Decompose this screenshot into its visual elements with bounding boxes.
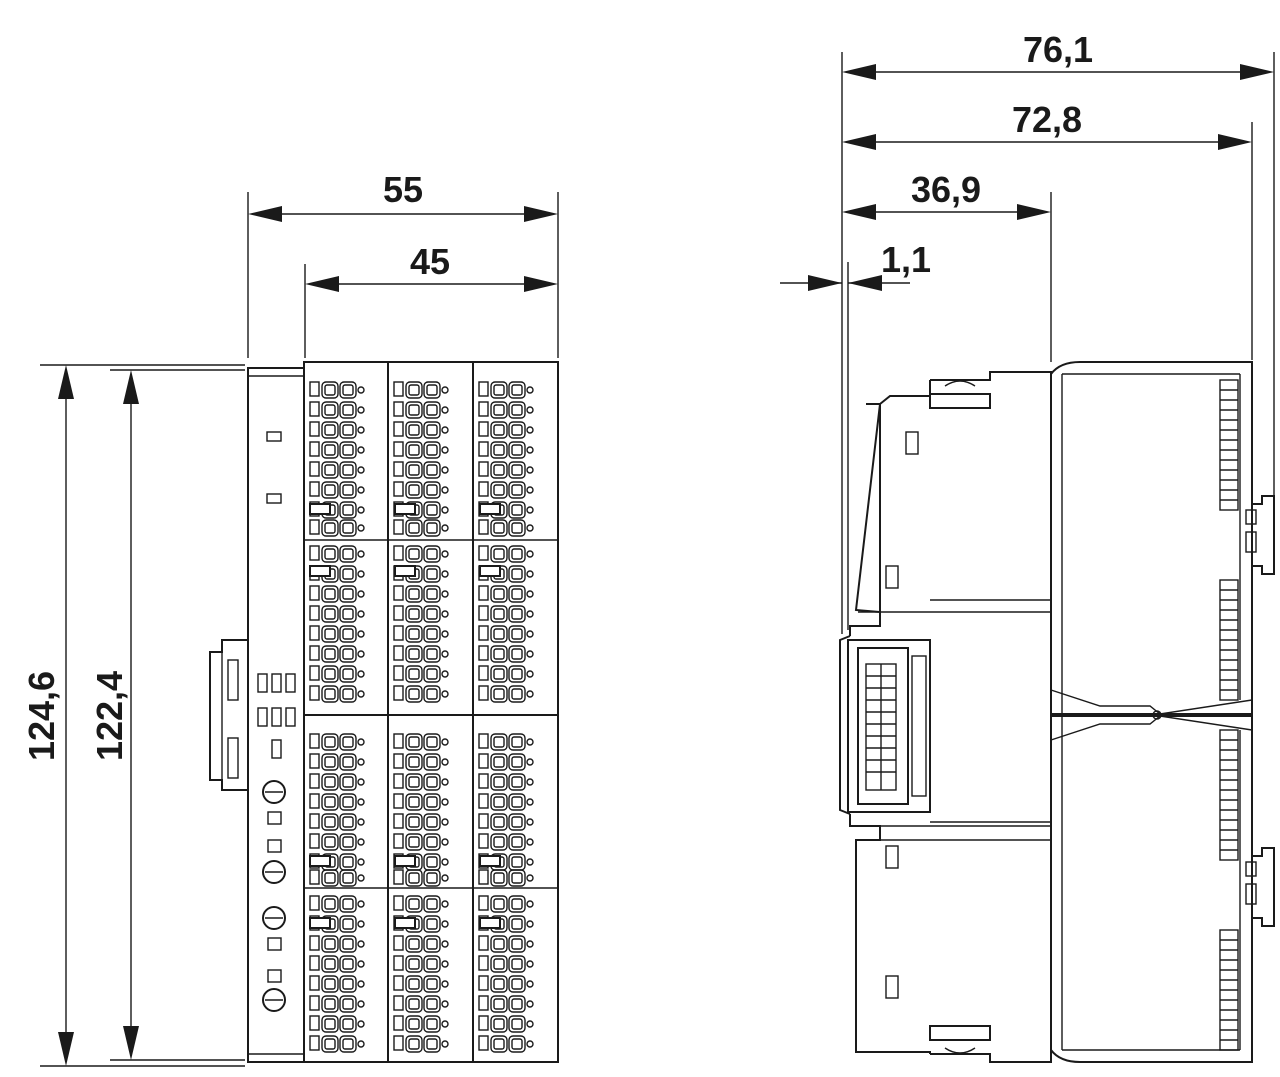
dim-label-76-1: 76,1 bbox=[1023, 29, 1093, 70]
led-group bbox=[257, 673, 296, 759]
dim-label-124-6: 124,6 bbox=[21, 671, 62, 761]
dim-label-45: 45 bbox=[410, 241, 450, 282]
terminal-strips bbox=[1219, 379, 1239, 1051]
rotary-switches bbox=[262, 780, 286, 1012]
dim-label-72-8: 72,8 bbox=[1012, 99, 1082, 140]
bus-connector bbox=[839, 635, 931, 815]
dim-label-55: 55 bbox=[383, 169, 423, 210]
dim-label-122-4: 122,4 bbox=[89, 671, 130, 761]
front-view: 55 45 124,6 122,4 bbox=[21, 169, 559, 1067]
dim-label-1-1: 1,1 bbox=[881, 239, 931, 280]
dim-label-36-9: 36,9 bbox=[911, 169, 981, 210]
side-view: 76,1 72,8 36,9 1,1 bbox=[780, 29, 1275, 1063]
terminal-blocks bbox=[309, 381, 534, 1053]
